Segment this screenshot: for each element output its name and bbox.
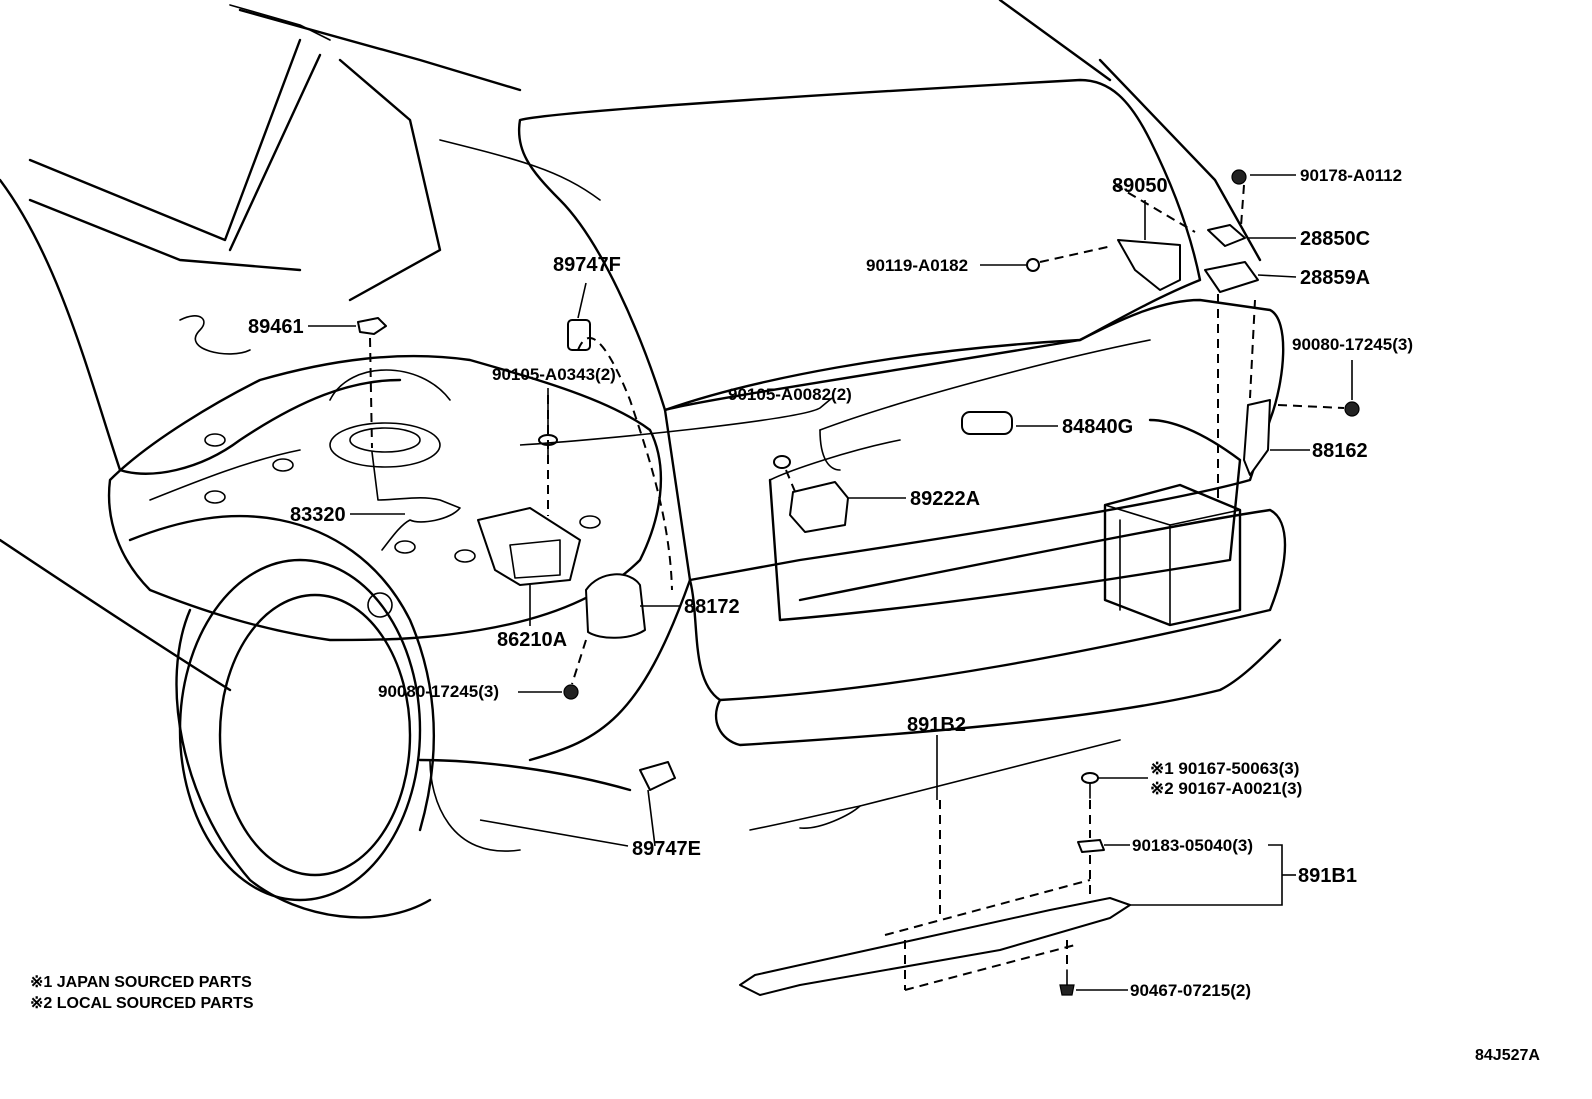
label-90167-A0021: ※2 90167-A0021(3) <box>1150 779 1302 798</box>
label-90119-A0182: 90119-A0182 <box>866 256 968 275</box>
notes: ※1 JAPAN SOURCED PARTS ※2 LOCAL SOURCED … <box>30 974 1540 1064</box>
part-90467-shape <box>1059 969 1075 996</box>
label-86210A: 86210A <box>497 629 567 651</box>
label-84840G: 84840G <box>1062 416 1133 438</box>
label-89747F: 89747F <box>553 254 621 276</box>
label-28859A: 28859A <box>1300 267 1370 289</box>
part-88172-shape <box>585 573 646 639</box>
label-89222A: 89222A <box>910 488 980 510</box>
label-89050: 89050 <box>1112 175 1168 197</box>
label-89461: 89461 <box>248 316 304 338</box>
part-89050-shape <box>1117 239 1181 291</box>
part-86210A-shape <box>477 507 581 586</box>
part-891B2-shape <box>749 739 1121 831</box>
part-28859A-shape <box>1204 261 1259 293</box>
label-90183-05040: 90183-05040(3) <box>1132 836 1253 855</box>
part-28850C-shape <box>1207 224 1246 247</box>
label-90178-A0112: 90178-A0112 <box>1300 166 1402 185</box>
label-88172: 88172 <box>684 596 740 618</box>
note-local-sourced: ※2 LOCAL SOURCED PARTS <box>30 995 254 1012</box>
label-891B1: 891B1 <box>1298 865 1357 887</box>
figure-id: 84J527A <box>1475 1047 1540 1064</box>
part-89222A-shape <box>789 481 849 533</box>
label-90105-A0082: 90105-A0082(2) <box>728 385 852 404</box>
part-89747E-shape <box>639 761 676 791</box>
label-28850C: 28850C <box>1300 228 1370 250</box>
part-90080-left-shape <box>563 684 579 700</box>
label-83320: 83320 <box>290 504 346 526</box>
part-shapes <box>357 169 1360 996</box>
label-90467-07215: 90467-07215(2) <box>1130 981 1251 1000</box>
part-labels: 89461 89747F 90105-A0343(2) 90105-A0082(… <box>248 166 1413 1000</box>
part-84840G-shape <box>961 411 1013 435</box>
part-83320-shape <box>371 451 461 551</box>
label-88162: 88162 <box>1312 440 1368 462</box>
part-90183-shape <box>1077 839 1105 853</box>
label-90105-A0343: 90105-A0343(2) <box>492 365 616 384</box>
label-89747E: 89747E <box>632 838 701 860</box>
label-90080-left: 90080-17245(3) <box>378 682 499 701</box>
label-891B2: 891B2 <box>907 714 966 736</box>
part-88162-shape <box>1243 399 1271 476</box>
part-90119-shape <box>1026 258 1040 272</box>
label-90080-right: 90080-17245(3) <box>1292 335 1413 354</box>
part-90178-shape <box>1231 169 1247 185</box>
part-89461-shape <box>357 317 387 335</box>
part-90105-A0082-shape <box>773 455 791 469</box>
vehicle-body <box>0 0 1287 919</box>
leader-lines <box>308 174 1353 991</box>
label-90167-50063: ※1 90167-50063(3) <box>1150 759 1299 778</box>
part-90167-shape <box>1081 772 1099 799</box>
part-90080-right-shape <box>1344 401 1360 417</box>
note-japan-sourced: ※1 JAPAN SOURCED PARTS <box>30 974 252 991</box>
